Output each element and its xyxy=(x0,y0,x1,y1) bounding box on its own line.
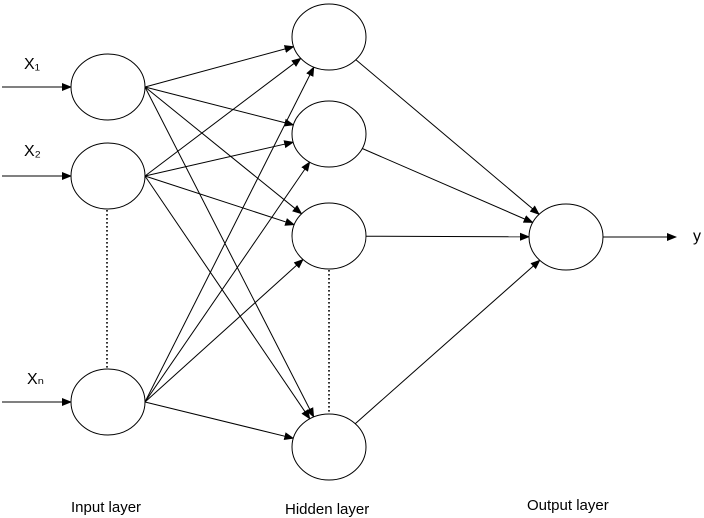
edge-in3-h3 xyxy=(144,258,304,403)
edge-h4-out xyxy=(354,259,541,425)
edge-in1-h4 xyxy=(144,86,315,418)
input-label-x2: X₂ xyxy=(24,143,41,160)
input-label-x1: X₁ xyxy=(24,56,40,73)
edge-in1-h1 xyxy=(144,45,295,88)
edge-in3-h4 xyxy=(144,401,295,441)
edge-in1-h2 xyxy=(144,86,295,127)
connections xyxy=(2,45,677,441)
input-label-xn: Xₙ xyxy=(27,371,44,388)
caption-input-layer: Input layer xyxy=(71,499,141,516)
hidden-node-2 xyxy=(291,100,367,168)
edge-in1-h3 xyxy=(144,86,303,215)
hidden-node-m xyxy=(291,413,367,481)
hidden-node-3 xyxy=(291,202,367,270)
caption-output-layer: Output layer xyxy=(527,497,609,514)
edge-in2-h4 xyxy=(144,175,311,420)
output-label-y: y xyxy=(693,228,701,245)
output-node xyxy=(528,203,604,271)
edge-in3-h1 xyxy=(144,66,315,403)
edge-h2-out xyxy=(362,148,534,223)
hidden-node-1 xyxy=(291,3,367,71)
edge-in2-h3 xyxy=(144,175,296,226)
input-node-1 xyxy=(70,53,146,121)
edge-in3-h2 xyxy=(144,161,311,403)
edge-h1-out xyxy=(355,59,540,215)
caption-hidden-layer: Hidden layer xyxy=(285,501,369,518)
edge-in2-h1 xyxy=(144,57,302,177)
input-node-2 xyxy=(70,142,146,210)
input-node-n xyxy=(70,368,146,436)
edge-h3-out xyxy=(365,232,530,241)
edge-in2-h2 xyxy=(144,140,295,177)
